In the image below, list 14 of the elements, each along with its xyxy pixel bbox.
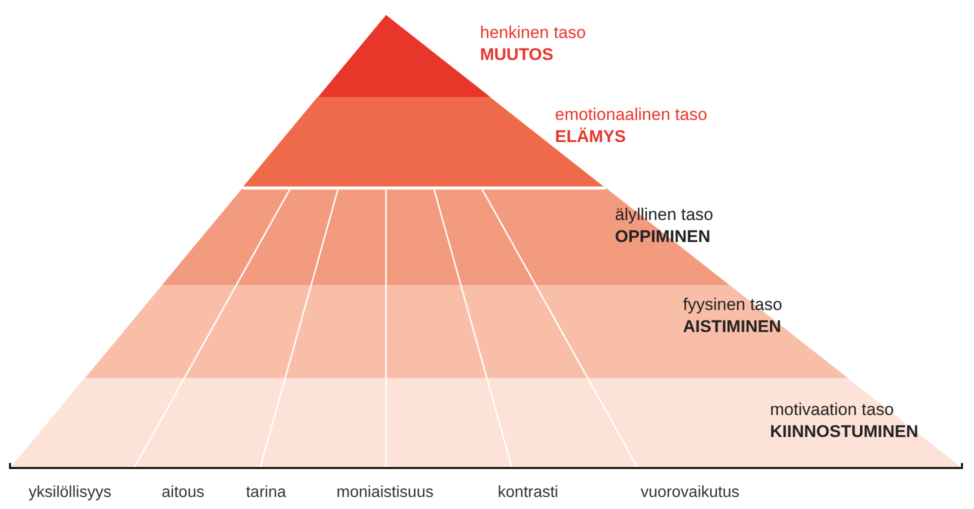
- column-label: yksilöllisyys: [28, 484, 112, 502]
- column-label: vuorovaikutus: [640, 484, 740, 502]
- level-title: AISTIMINEN: [682, 316, 782, 338]
- column-label: aitous: [162, 484, 204, 502]
- level-title: ELÄMYS: [554, 126, 626, 148]
- column-label: moniaistisuus: [336, 484, 434, 502]
- level-name: motivaation taso: [770, 399, 894, 421]
- level-title: KIINNOSTUMINEN: [770, 421, 918, 443]
- level-title: MUUTOS: [480, 44, 554, 66]
- level-name: henkinen taso: [480, 22, 586, 44]
- column-label: kontrasti: [498, 484, 558, 502]
- column-label: tarina: [246, 484, 286, 502]
- level-name: fyysinen taso: [682, 294, 782, 316]
- level-name: emotionaalinen taso: [554, 104, 708, 126]
